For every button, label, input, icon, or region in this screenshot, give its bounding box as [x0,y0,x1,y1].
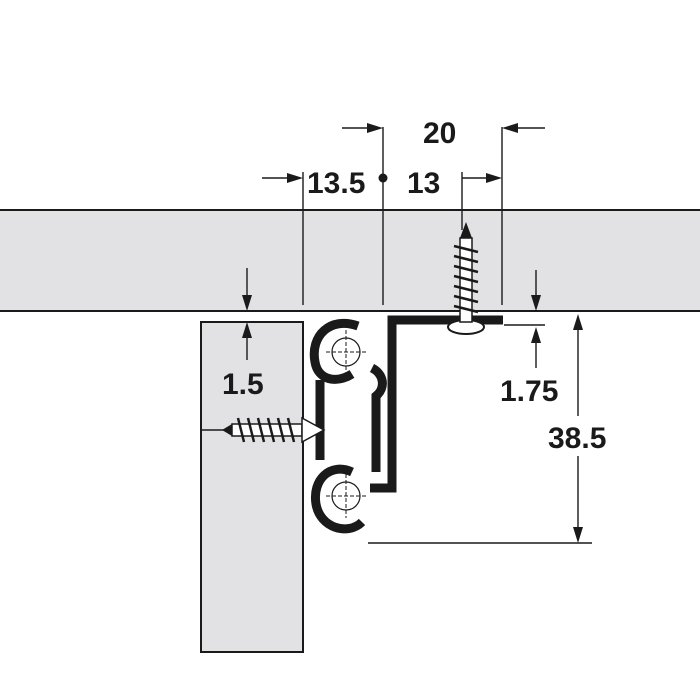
dimension-1-5-label: 1.5 [222,368,264,401]
dimension-1-5-arrows [242,268,252,360]
ball-bearing-icon [326,474,366,518]
screw-vertical-icon [447,222,485,335]
center-point-marker [378,173,388,183]
dimension-13-arrows [461,172,502,230]
side-panel [200,321,304,653]
dimension-38-5-arrows [368,314,592,544]
dimension-38-5-label: 38.5 [548,422,606,455]
dimension-13-label: 13 [407,167,440,200]
dimension-13-5-label: 13.5 [307,167,365,200]
screw-horizontal-icon [200,416,326,444]
dimension-1-75-label: 1.75 [500,375,558,408]
dimension-1-75-arrows [504,270,545,368]
dimension-20-arrows [342,123,545,133]
top-panel [0,209,700,312]
ball-bearing-icon [326,330,366,374]
dimension-20-label: 20 [423,117,456,150]
dimension-13-5-arrows [262,173,303,183]
runner-rail-profile [309,315,503,534]
